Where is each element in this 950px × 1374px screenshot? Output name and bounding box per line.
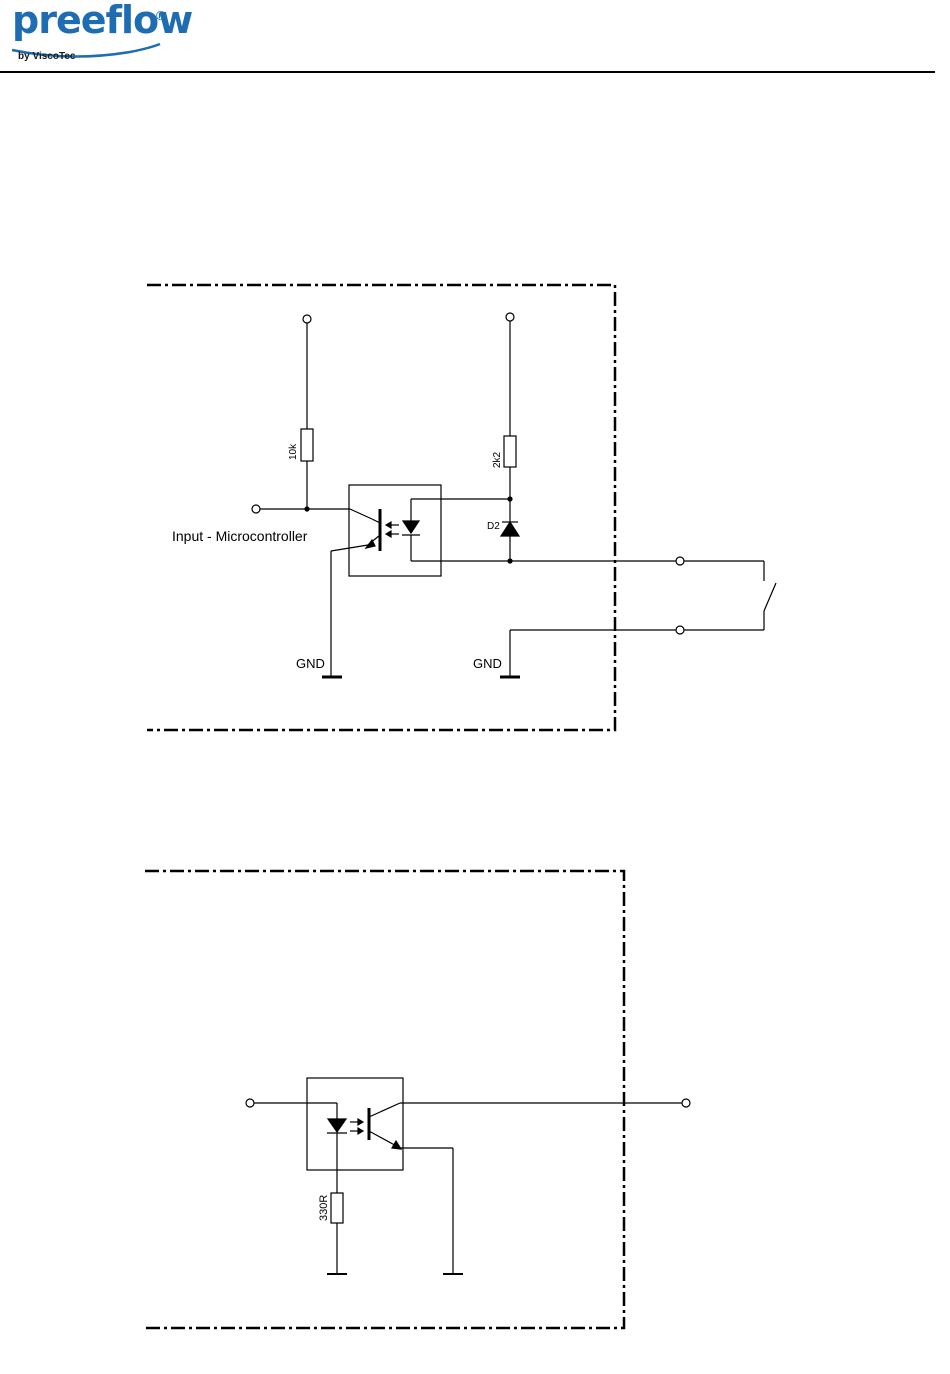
light-arrow-head-icon — [358, 1128, 363, 1134]
switch-terminal-bottom — [676, 626, 684, 634]
resistor-2k2 — [504, 436, 516, 467]
output-terminal — [682, 1099, 690, 1107]
label-gnd-left: GND — [296, 656, 325, 671]
light-arrow-head-icon — [358, 1119, 363, 1125]
opto-led-icon — [403, 521, 419, 533]
supply-terminal-right — [506, 313, 514, 321]
resistor-330r — [331, 1193, 343, 1223]
resistor-10k — [301, 429, 313, 461]
output-transistor-collector — [369, 1103, 400, 1117]
light-arrow-head-icon — [386, 531, 391, 537]
output-emitter-arrow-icon — [392, 1141, 401, 1149]
output-circuit-diagram — [143, 871, 690, 1328]
label-diode-d2: D2 — [487, 521, 500, 532]
supply-terminal-left — [303, 315, 311, 323]
label-gnd-right: GND — [473, 656, 502, 671]
label-resistor-330r: 330R — [318, 1195, 330, 1221]
output-boundary-frame — [143, 871, 624, 1328]
switch-contact — [764, 583, 776, 611]
transistor-collector — [350, 509, 372, 519]
output-optocoupler-box — [307, 1078, 403, 1170]
junction-dot — [508, 559, 512, 563]
input-boundary-frame — [147, 285, 615, 730]
emitter-arrow-icon — [366, 540, 375, 548]
output-led-icon — [328, 1119, 346, 1132]
light-arrow-head-icon — [386, 522, 391, 528]
junction-dot — [305, 507, 309, 511]
label-resistor-2k2: 2k2 — [492, 451, 503, 468]
input-terminal — [252, 505, 260, 513]
junction-dot — [508, 497, 512, 501]
diode-d2-icon — [501, 522, 519, 536]
label-resistor-10k: 10k — [288, 443, 299, 460]
switch-terminal-top — [676, 557, 684, 565]
label-input-microcontroller: Input - Microcontroller — [172, 528, 308, 544]
output-input-terminal — [246, 1099, 254, 1107]
input-circuit-diagram — [147, 285, 776, 730]
